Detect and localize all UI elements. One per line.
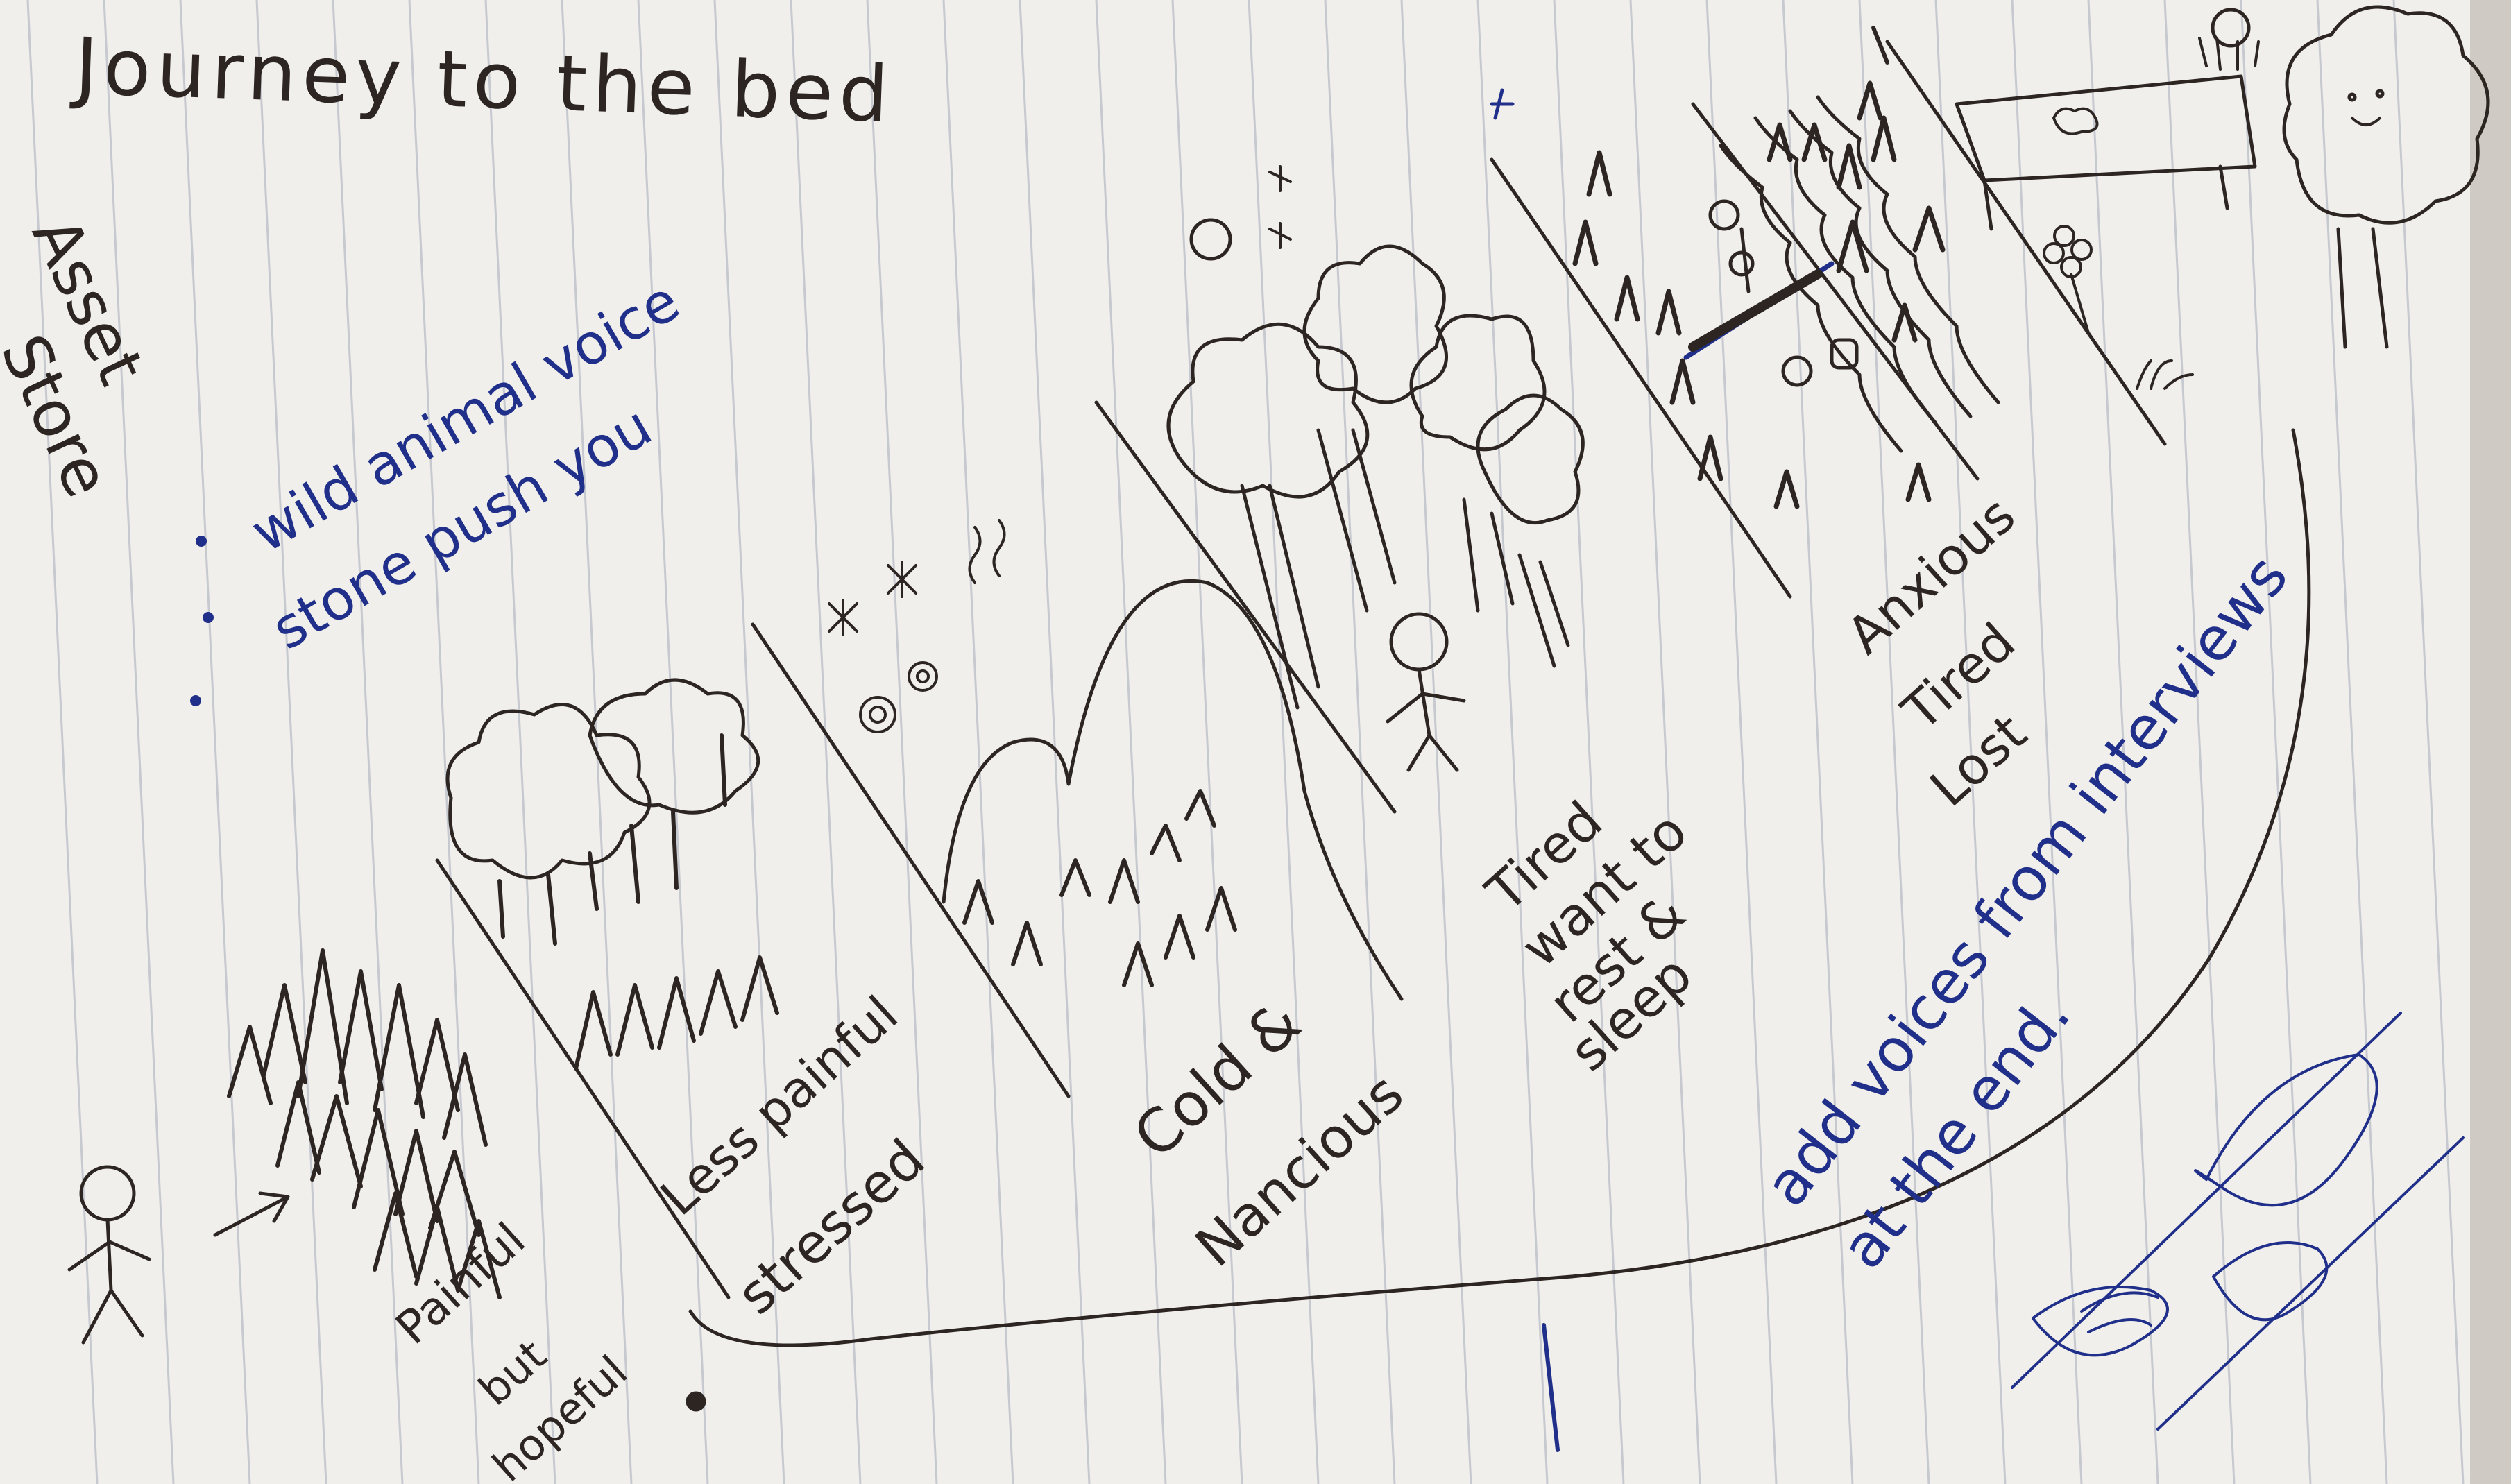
wind-spiral-icon bbox=[859, 661, 938, 733]
sun-icon bbox=[2211, 8, 2251, 48]
star-icon bbox=[828, 561, 917, 636]
stage-2-bushes bbox=[445, 678, 779, 1071]
dream-scribble bbox=[2011, 1012, 2465, 1431]
arrow-head-dot bbox=[686, 1391, 706, 1412]
return-path-curve bbox=[688, 428, 2311, 1347]
stage-4-trees bbox=[1166, 165, 1585, 772]
flower-icon bbox=[2043, 225, 2093, 334]
stage-5-river bbox=[1572, 26, 2000, 509]
start-stick-figure bbox=[67, 1165, 151, 1345]
smiling-tree-icon bbox=[2282, 5, 2490, 349]
bed-destination bbox=[1955, 5, 2490, 390]
stage-dividers bbox=[435, 40, 2167, 1299]
bullet-list bbox=[190, 536, 214, 706]
moon-icon bbox=[1189, 218, 1232, 261]
dense-forest bbox=[227, 948, 502, 1299]
forward-arrow-icon bbox=[213, 1191, 290, 1237]
boat-figure bbox=[1708, 199, 1859, 387]
stage-3-hills bbox=[828, 519, 1404, 1001]
star-icon bbox=[1268, 165, 1292, 249]
tired-stick-figure bbox=[1386, 612, 1466, 772]
